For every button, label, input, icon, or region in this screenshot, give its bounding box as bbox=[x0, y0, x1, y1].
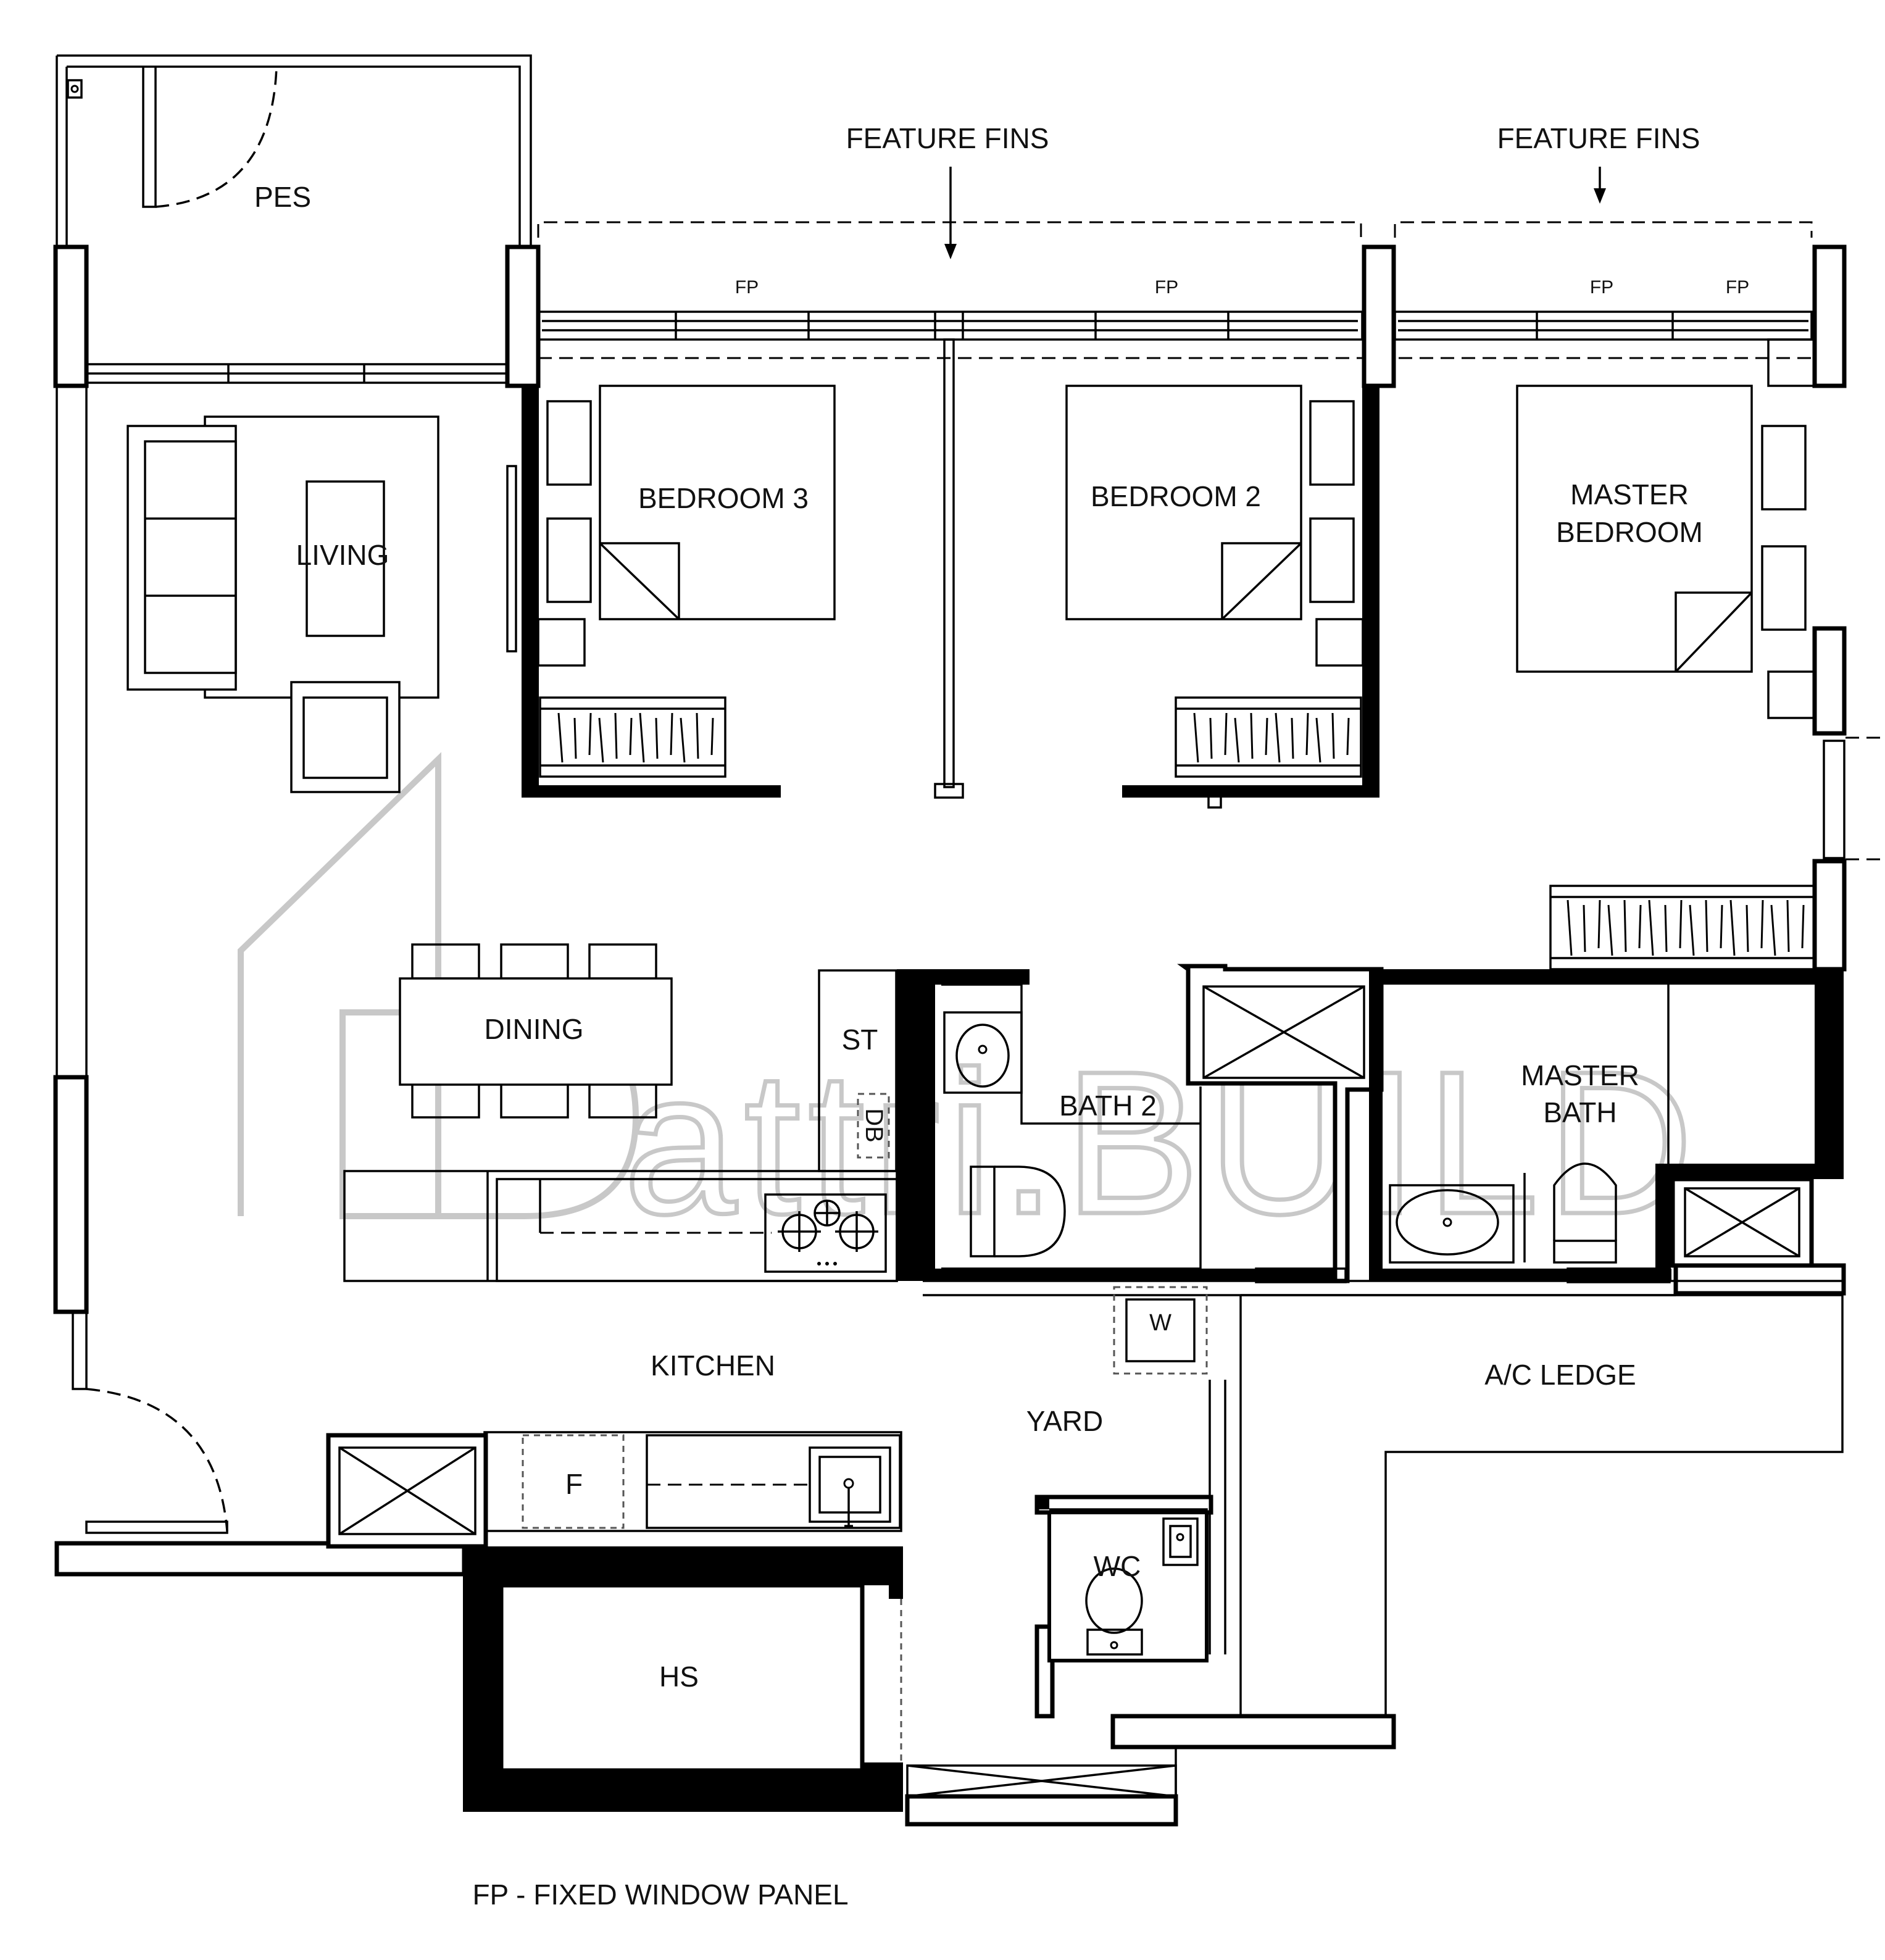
fp-label: FP bbox=[735, 277, 759, 298]
fixed-window-strip bbox=[537, 311, 1813, 359]
room-label-bath-2: BATH 2 bbox=[1059, 1090, 1157, 1122]
room-label-living: LIVING bbox=[296, 539, 389, 571]
wardrobe-hanger bbox=[1679, 899, 1683, 949]
bedroom-2: BEDROOM 2 bbox=[1065, 385, 1379, 809]
room-label-ac-ledge: A/C LEDGE bbox=[1484, 1359, 1636, 1391]
room-label-master-bedroom: MASTER bbox=[1570, 478, 1689, 511]
room-label-bedroom-2: BEDROOM 2 bbox=[1091, 480, 1261, 512]
wardrobe-hanger bbox=[696, 712, 699, 759]
room-label-fridge: F bbox=[565, 1468, 583, 1500]
wardrobe-hanger bbox=[1597, 899, 1601, 949]
bath-2: BATH 2 bbox=[897, 969, 1347, 1281]
fp-label: FP bbox=[1590, 277, 1613, 298]
room-label-yard: YARD bbox=[1026, 1405, 1103, 1437]
wardrobe-hanger bbox=[1770, 904, 1776, 956]
wardrobe-hanger bbox=[1729, 899, 1736, 956]
wardrobe-hanger bbox=[1746, 904, 1749, 953]
wardrobe-hanger bbox=[1305, 712, 1309, 756]
wardrobe-hanger bbox=[1760, 899, 1764, 949]
room-label-master-bath-2: BATH bbox=[1543, 1096, 1617, 1128]
fp-label: FP bbox=[1726, 277, 1749, 298]
wardrobe-hanger bbox=[670, 712, 673, 756]
wardrobe-hanger bbox=[1607, 904, 1613, 956]
household-shelter: HS bbox=[463, 1546, 903, 1812]
store: ST DB bbox=[818, 969, 897, 1172]
room-label-kitchen: KITCHEN bbox=[651, 1349, 775, 1382]
ac-ledge: A/C LEDGE bbox=[1239, 1294, 1844, 1719]
wardrobe-hanger bbox=[1648, 899, 1654, 956]
wardrobe-hanger bbox=[1720, 904, 1723, 949]
master-bath: MASTER BATH bbox=[1369, 969, 1844, 1281]
wardrobe-hanger bbox=[1705, 899, 1708, 953]
wardrobe-hanger bbox=[1801, 904, 1805, 949]
wardrobe-hanger bbox=[1664, 904, 1668, 953]
yard: W YARD bbox=[1026, 1286, 1242, 1716]
room-label-wc: WC bbox=[1094, 1550, 1141, 1582]
wardrobe-hanger bbox=[655, 717, 659, 759]
room-label-pes: PES bbox=[254, 181, 311, 213]
wardrobe-hanger bbox=[1623, 899, 1627, 953]
wardrobe-hanger bbox=[573, 717, 577, 759]
wardrobe-hanger bbox=[1265, 717, 1268, 756]
room-label-store: ST bbox=[842, 1024, 878, 1056]
wardrobe-hanger bbox=[1250, 712, 1254, 759]
kitchen: KITCHEN F bbox=[326, 1170, 902, 1549]
wardrobe-hanger bbox=[1275, 712, 1281, 763]
room-label-dining: DINING bbox=[485, 1013, 584, 1045]
room-label-db: DB bbox=[860, 1108, 888, 1143]
fp-legend-note: FP - FIXED WINDOW PANEL bbox=[472, 1879, 848, 1911]
wardrobe-hanger bbox=[639, 712, 645, 763]
exterior-walls bbox=[53, 54, 1885, 1577]
room-label-washer: W bbox=[1149, 1310, 1171, 1336]
wardrobe-hanger bbox=[680, 717, 686, 763]
wardrobe-hanger bbox=[557, 712, 564, 763]
feature-fins-left-label: FEATURE FINS bbox=[846, 122, 1049, 154]
wardrobe-hanger bbox=[1209, 717, 1213, 759]
wc: WC bbox=[1034, 1495, 1213, 1719]
wardrobe-hanger bbox=[1689, 904, 1695, 956]
wardrobe-hanger bbox=[588, 712, 592, 756]
master-bedroom: MASTER BEDROOM bbox=[1516, 338, 1816, 970]
room-label-master-bedroom-2: BEDROOM bbox=[1556, 516, 1703, 548]
wardrobe-hanger bbox=[629, 717, 633, 756]
service-shaft-right bbox=[1670, 1177, 1846, 1296]
wardrobe-hanger bbox=[1786, 899, 1790, 953]
wardrobe-hanger bbox=[1346, 717, 1350, 756]
living-furniture: LIVING bbox=[127, 415, 517, 793]
room-label-bedroom-3: BEDROOM 3 bbox=[638, 482, 809, 514]
wardrobe-hanger bbox=[1193, 712, 1199, 763]
wardrobe-hanger bbox=[598, 717, 604, 763]
wardrobe-hanger bbox=[1638, 904, 1642, 949]
wardrobe-hanger bbox=[1567, 899, 1573, 956]
wardrobe-hanger bbox=[710, 717, 714, 756]
wardrobe-hanger bbox=[614, 712, 618, 759]
room-label-hs: HS bbox=[659, 1661, 699, 1693]
bedroom-3: BEDROOM 3 bbox=[522, 385, 836, 798]
feature-fins-right-label: FEATURE FINS bbox=[1497, 122, 1700, 154]
wardrobe-hanger bbox=[1234, 717, 1240, 763]
wardrobe-hanger bbox=[1331, 712, 1335, 759]
wardrobe-hanger bbox=[1583, 904, 1586, 953]
wardrobe-hanger bbox=[1291, 717, 1294, 759]
feature-fins: FEATURE FINS FEATURE FINS FP FP FP FP bbox=[537, 122, 1813, 298]
wardrobe-hanger bbox=[1315, 717, 1321, 763]
wardrobe-hanger bbox=[1224, 712, 1228, 756]
dining-area: DINING bbox=[399, 943, 673, 1119]
room-label-master-bath: MASTER bbox=[1521, 1059, 1639, 1091]
fp-label: FP bbox=[1155, 277, 1178, 298]
